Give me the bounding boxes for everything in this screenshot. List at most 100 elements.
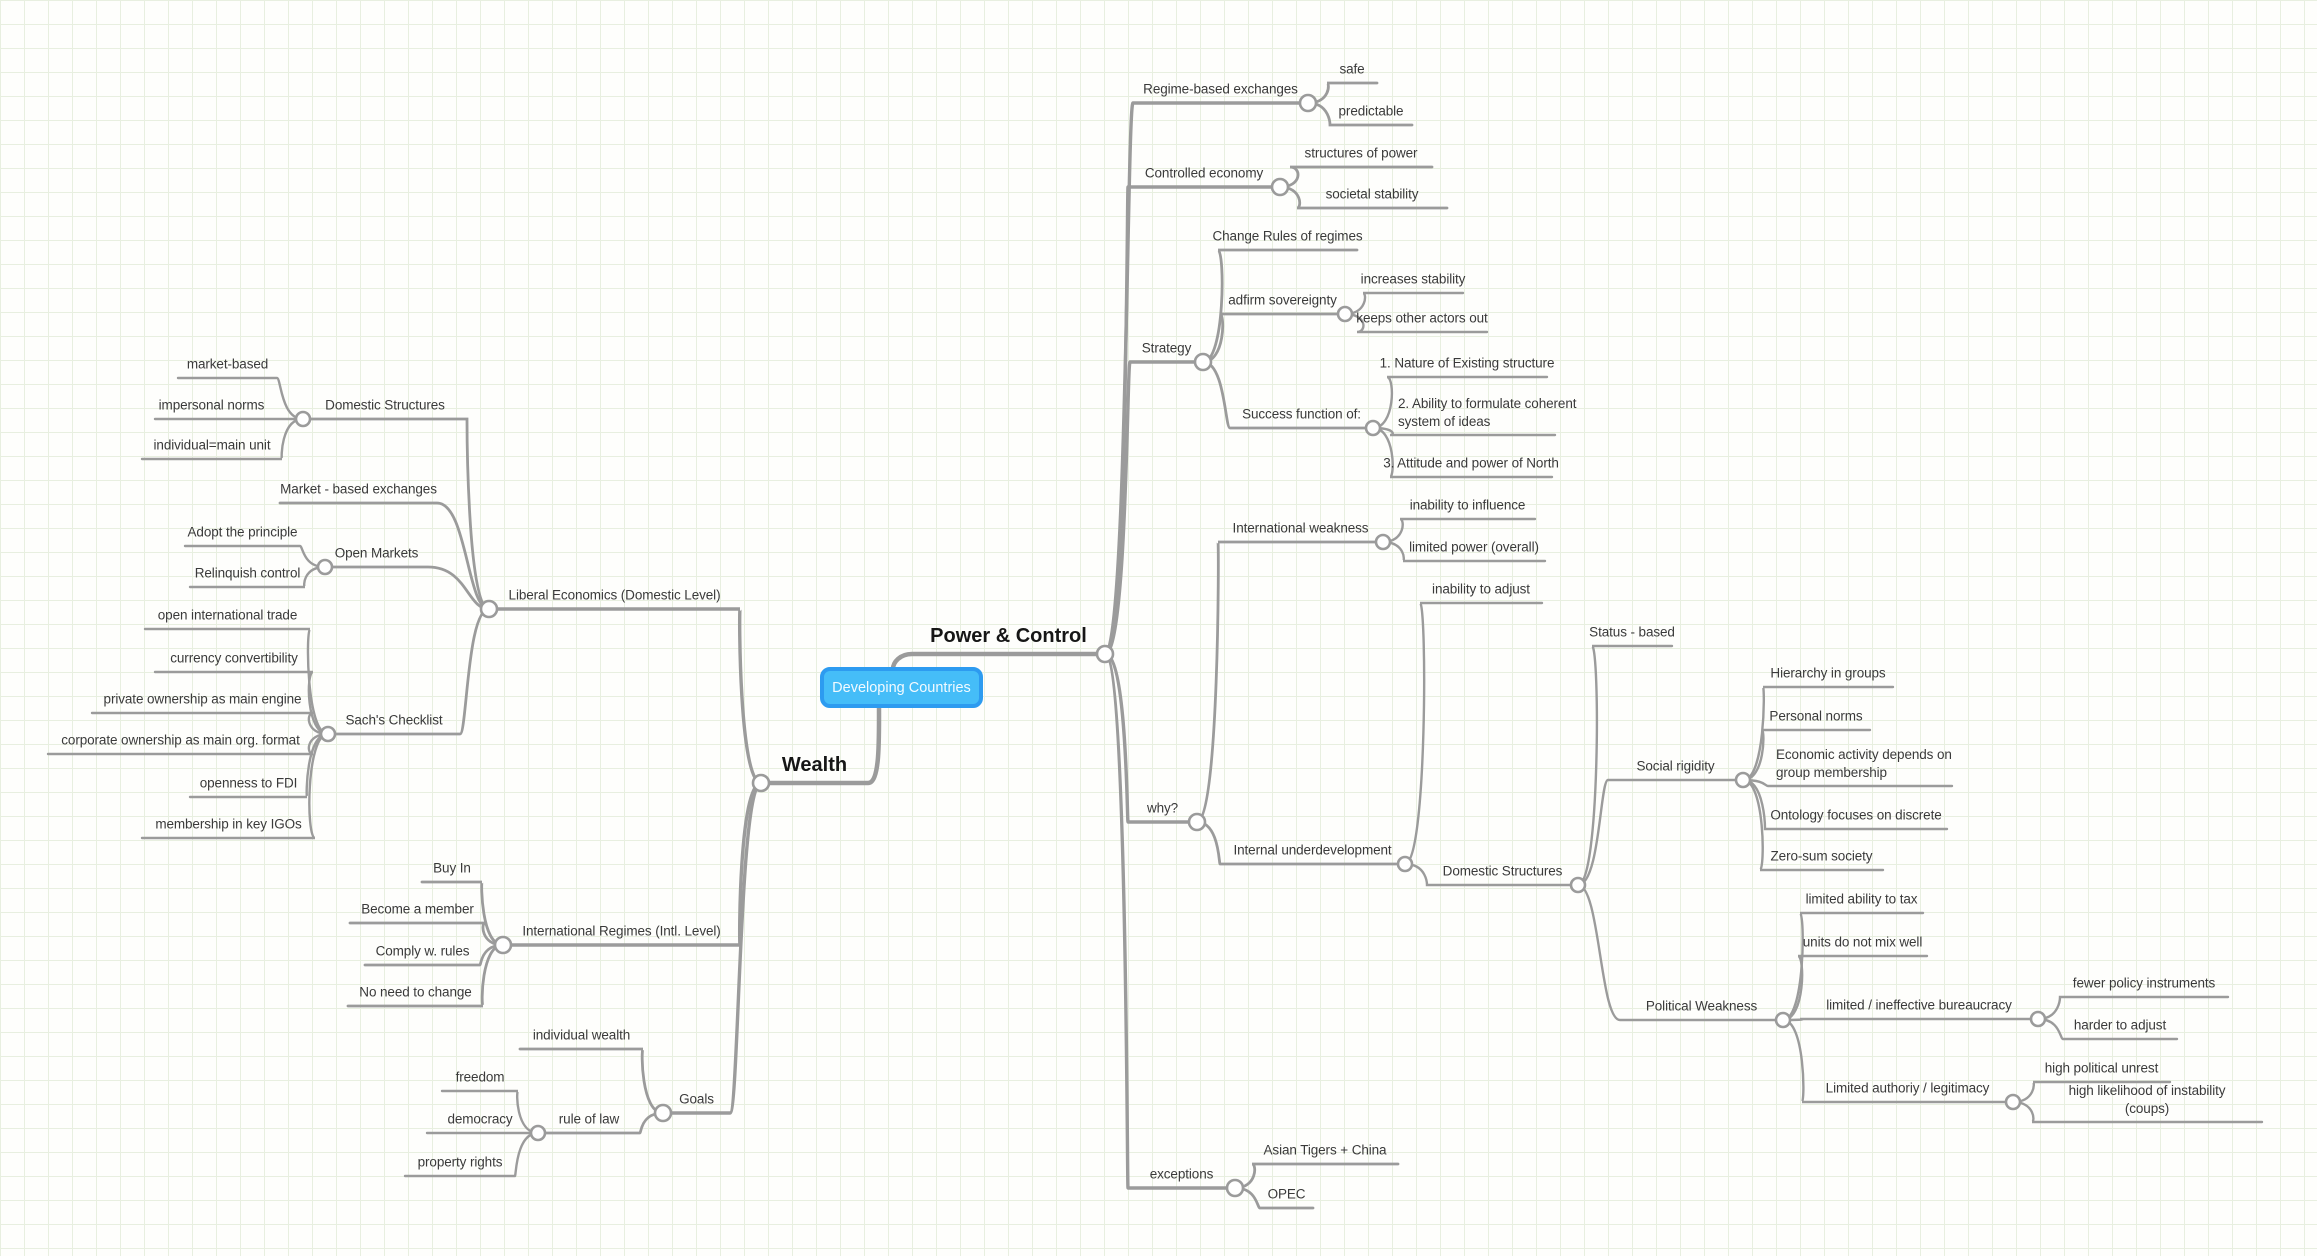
node-open-trade[interactable]: open international trade	[157, 607, 298, 623]
node-ds-right[interactable]: Domestic Structures	[1442, 863, 1563, 879]
node-corporate-own[interactable]: corporate ownership as main org. format	[61, 732, 300, 748]
node-keeps-out[interactable]: keeps other actors out	[1356, 310, 1488, 326]
junction-intl-weakness[interactable]	[1374, 533, 1392, 551]
junction-internal-underdev[interactable]	[1396, 855, 1414, 873]
junction-strategy[interactable]	[1193, 352, 1213, 372]
node-become-member[interactable]: Become a member	[361, 901, 474, 917]
node-economic-activity[interactable]: Economic activity depends on group membe…	[1776, 746, 1952, 780]
node-social-rigidity[interactable]: Social rigidity	[1636, 758, 1715, 774]
node-strategy[interactable]: Strategy	[1141, 340, 1192, 356]
node-impersonal[interactable]: impersonal norms	[158, 397, 265, 413]
branch-inability_adjust	[1403, 601, 1544, 866]
node-regime[interactable]: Regime-based exchanges	[1143, 81, 1298, 97]
node-authority[interactable]: Limited authoriy / legitimacy	[1825, 1080, 1990, 1096]
junction-wealth[interactable]	[751, 773, 771, 793]
node-unrest[interactable]: high political unrest	[2044, 1060, 2159, 1076]
junction-intl-regimes[interactable]	[493, 935, 513, 955]
node-inability-influence[interactable]: inability to influence	[1409, 497, 1526, 513]
node-buy-in[interactable]: Buy In	[433, 860, 471, 876]
node-igos[interactable]: membership in key IGOs	[155, 816, 302, 832]
node-ability[interactable]: 2. Ability to formulate coherent system …	[1398, 395, 1577, 429]
junction-adfirm[interactable]	[1336, 305, 1354, 323]
node-limited-tax[interactable]: limited ability to tax	[1805, 891, 1918, 907]
node-increases-stability[interactable]: increases stability	[1360, 271, 1466, 287]
node-attitude[interactable]: 3. Attitude and power of North	[1383, 455, 1559, 471]
node-hierarchy[interactable]: Hierarchy in groups	[1770, 665, 1886, 681]
node-structures-power[interactable]: structures of power	[1304, 145, 1418, 161]
node-relinquish[interactable]: Relinquish control	[194, 565, 301, 581]
node-political-weakness[interactable]: Political Weakness	[1645, 998, 1758, 1014]
node-fdi[interactable]: openness to FDI	[199, 775, 298, 791]
node-exceptions[interactable]: exceptions	[1149, 1166, 1214, 1182]
node-success[interactable]: Success function of:	[1242, 406, 1361, 422]
junction-liberal[interactable]	[479, 599, 499, 619]
junction-power-control[interactable]	[1095, 644, 1115, 664]
node-societal-stability[interactable]: societal stability	[1325, 186, 1419, 202]
node-likelihood[interactable]: high likelihood of instability (coups)	[2068, 1082, 2226, 1116]
junction-political-weakness[interactable]	[1774, 1011, 1792, 1029]
node-internal-underdev[interactable]: Internal underdevelopment	[1233, 842, 1392, 858]
node-opec[interactable]: OPEC	[1267, 1186, 1306, 1202]
root-node-developing-countries[interactable]: Developing Countries	[820, 667, 983, 708]
node-rule-law[interactable]: rule of law	[558, 1111, 620, 1127]
node-property[interactable]: property rights	[417, 1154, 503, 1170]
node-status-based[interactable]: Status - based	[1589, 624, 1675, 640]
junction-social-rigidity[interactable]	[1734, 771, 1752, 789]
branch-structures_power	[1278, 165, 1434, 189]
junction-open-markets[interactable]	[316, 558, 334, 576]
node-personal-norms[interactable]: Personal norms	[1769, 708, 1863, 724]
node-individual-unit[interactable]: individual=main unit	[153, 437, 271, 453]
node-wealth[interactable]: Wealth	[781, 754, 848, 776]
junction-rule-law[interactable]	[529, 1124, 547, 1142]
node-liberal[interactable]: Liberal Economics (Domestic Level)	[508, 587, 721, 603]
node-ontology[interactable]: Ontology focuses on discrete	[1770, 807, 1942, 823]
node-individual-wealth[interactable]: individual wealth	[532, 1027, 631, 1043]
node-market-based[interactable]: market-based	[186, 356, 269, 372]
node-intl-weakness[interactable]: International weakness	[1232, 520, 1369, 536]
node-intl-regimes[interactable]: International Regimes (Intl. Level)	[522, 923, 721, 939]
node-power-control[interactable]: Power & Control	[930, 625, 1087, 647]
junction-exceptions[interactable]	[1225, 1178, 1245, 1198]
node-harder-adjust[interactable]: harder to adjust	[2073, 1017, 2167, 1033]
node-zero-sum[interactable]: Zero-sum society	[1770, 848, 1873, 864]
node-ds-left[interactable]: Domestic Structures	[325, 397, 445, 413]
junction-why[interactable]	[1187, 812, 1207, 832]
node-adopt[interactable]: Adopt the principle	[187, 524, 298, 540]
node-freedom[interactable]: freedom	[455, 1069, 505, 1085]
junction-sachs[interactable]	[319, 725, 337, 743]
node-limited-power[interactable]: limited power (overall)	[1409, 539, 1539, 555]
node-fewer-policy[interactable]: fewer policy instruments	[2072, 975, 2216, 991]
branch-political_weakness	[1576, 883, 1785, 1022]
junction-regime[interactable]	[1298, 93, 1318, 113]
node-no-need[interactable]: No need to change	[359, 984, 472, 1000]
node-sachs[interactable]: Sach's Checklist	[345, 712, 443, 728]
node-why[interactable]: why?	[1146, 800, 1179, 816]
node-comply[interactable]: Comply w. rules	[375, 943, 470, 959]
junction-bureaucracy[interactable]	[2029, 1010, 2047, 1028]
junction-authority[interactable]	[2004, 1093, 2022, 1111]
node-change-rules[interactable]: Change Rules of regimes	[1212, 228, 1363, 244]
node-inability-adjust[interactable]: inability to adjust	[1432, 581, 1530, 597]
junction-ds-right[interactable]	[1569, 876, 1587, 894]
node-open-markets[interactable]: Open Markets	[334, 545, 419, 561]
node-bureaucracy[interactable]: limited / ineffective bureaucracy	[1826, 997, 2012, 1013]
node-currency[interactable]: currency convertibility	[170, 650, 298, 666]
branch-ds_left	[301, 417, 491, 611]
node-democracy[interactable]: democracy	[447, 1111, 513, 1127]
junction-ds-left[interactable]	[294, 410, 312, 428]
node-adfirm[interactable]: adfirm sovereignty	[1228, 292, 1337, 308]
junction-goals[interactable]	[653, 1103, 673, 1123]
junction-controlled[interactable]	[1270, 177, 1290, 197]
node-units-mix[interactable]: units do not mix well	[1802, 934, 1923, 950]
node-goals[interactable]: Goals	[679, 1091, 714, 1107]
node-nature[interactable]: 1. Nature of Existing structure	[1379, 355, 1555, 371]
node-safe[interactable]: safe	[1339, 61, 1365, 77]
node-predictable[interactable]: predictable	[1338, 103, 1404, 119]
node-mb-exchanges[interactable]: Market - based exchanges	[280, 481, 437, 497]
node-private-own[interactable]: private ownership as main engine	[103, 691, 302, 707]
node-asian-tigers[interactable]: Asian Tigers + China	[1263, 1142, 1387, 1158]
node-controlled[interactable]: Controlled economy	[1144, 165, 1264, 181]
junction-success[interactable]	[1364, 419, 1382, 437]
